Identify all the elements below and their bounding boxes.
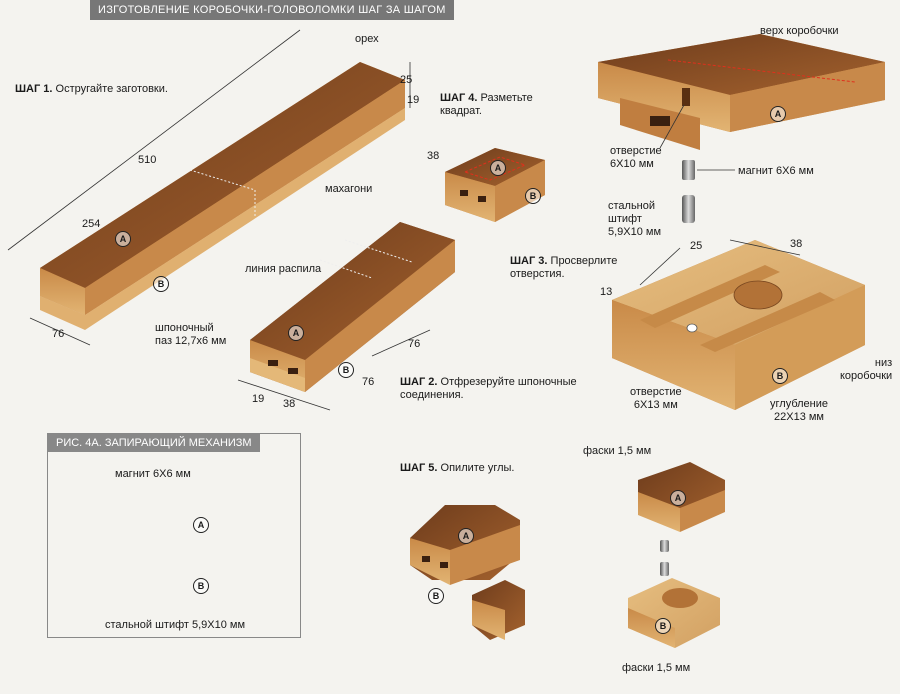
- fig-badge-b: B: [193, 578, 209, 594]
- label-hole-bottom-1: отверстие: [630, 386, 682, 398]
- step5-pieces: [410, 505, 525, 640]
- dim-76-step2-bottom: 76: [362, 376, 375, 388]
- box-top-piece: [598, 34, 885, 150]
- badge-b-step2: B: [338, 362, 354, 378]
- steel-pin-icon: [682, 195, 695, 223]
- label-cut-line: линия распила: [245, 263, 322, 275]
- dim-38-step2: 38: [283, 398, 296, 410]
- step3-text2: отверстия.: [510, 268, 565, 280]
- dim-510: 510: [138, 154, 157, 166]
- label-walnut: орех: [355, 33, 379, 45]
- badge-a-step2: A: [288, 325, 304, 341]
- badge-a-step1: A: [115, 231, 131, 247]
- dim-13: 13: [600, 286, 613, 298]
- label-hole-bottom-2: 6Х13 мм: [633, 399, 678, 411]
- step1-head: ШАГ 1.: [15, 83, 53, 95]
- dim-38-step3: 38: [790, 238, 803, 250]
- label-recess-2: 22Х13 мм: [774, 411, 824, 423]
- step5-text: Опилите углы.: [440, 462, 515, 474]
- dim-76-step2-top: 76: [408, 338, 421, 350]
- figure-4a-title: РИС. 4А. ЗАПИРАЮЩИЙ МЕХАНИЗМ: [48, 434, 260, 452]
- dim-254: 254: [82, 218, 101, 230]
- label-key-slot-1: шпоночный: [155, 322, 214, 334]
- fig-badge-a: A: [193, 517, 209, 533]
- step1-text: Остругайте заготовки.: [55, 83, 168, 95]
- label-hole-top-1: отверстие: [610, 145, 662, 157]
- label-pin-3: 5,9Х10 мм: [608, 226, 662, 238]
- step2-head: ШАГ 2.: [400, 376, 438, 388]
- dim-19-step1: 19: [407, 94, 420, 106]
- box-bottom-piece: [612, 239, 865, 410]
- step5-caption: ШАГ 5. Опилите углы.: [400, 462, 515, 475]
- badge-a-box-top: A: [770, 106, 786, 122]
- step4-head: ШАГ 4.: [440, 92, 478, 104]
- step4-text2: квадрат.: [440, 105, 482, 117]
- label-box-top: верх коробочки: [760, 25, 839, 37]
- step2-board: [237, 222, 455, 411]
- step1-caption: ШАГ 1. Остругайте заготовки.: [15, 83, 168, 96]
- step1-board: [7, 29, 411, 346]
- step4-text: Разметьте: [480, 92, 533, 104]
- label-magnet: магнит 6Х6 мм: [738, 165, 814, 177]
- fig-label-magnet: магнит 6Х6 мм: [115, 468, 191, 480]
- dim-25: 25: [400, 74, 413, 86]
- badge-b-step1: B: [153, 276, 169, 292]
- label-pin-2: штифт: [608, 213, 642, 225]
- step2-text2: соединения.: [400, 389, 464, 401]
- badge-a-step5: A: [458, 528, 474, 544]
- badge-a-chamfer: A: [670, 490, 686, 506]
- label-recess-1: углубление: [770, 398, 828, 410]
- label-mahogany: махагони: [325, 183, 373, 195]
- step3-head: ШАГ 3.: [510, 255, 548, 267]
- badge-b-step4: B: [525, 188, 541, 204]
- label-box-bottom-2: коробочки: [840, 370, 893, 382]
- label-box-bottom-1: низ: [874, 357, 893, 369]
- step3-text: Просверлите: [550, 255, 618, 267]
- magnet-icon: [682, 160, 695, 180]
- dim-19-step2: 19: [252, 393, 265, 405]
- badge-b-box-bottom: B: [772, 368, 788, 384]
- label-pin-1: стальной: [608, 200, 656, 212]
- fig-label-pin: стальной штифт 5,9Х10 мм: [105, 619, 246, 631]
- dim-38-step4: 38: [427, 150, 440, 162]
- step2-text: Отфрезеруйте шпоночные: [440, 376, 577, 388]
- badge-a-step4: A: [490, 160, 506, 176]
- figure-4a-panel: РИС. 4А. ЗАПИРАЮЩИЙ МЕХАНИЗМ: [47, 433, 301, 638]
- page-title: ИЗГОТОВЛЕНИЕ КОРОБОЧКИ-ГОЛОВОЛОМКИ ШАГ З…: [90, 0, 454, 20]
- label-chamfer-top: фаски 1,5 мм: [583, 445, 652, 457]
- label-key-slot-2: паз 12,7х6 мм: [155, 335, 227, 347]
- badge-b-step5: B: [428, 588, 444, 604]
- label-hole-top-2: 6Х10 мм: [610, 158, 654, 170]
- badge-b-chamfer: B: [655, 618, 671, 634]
- label-chamfer-bottom: фаски 1,5 мм: [622, 662, 691, 674]
- step4-block: [445, 148, 545, 222]
- dim-76-step1: 76: [52, 328, 65, 340]
- step5-head: ШАГ 5.: [400, 462, 438, 474]
- dim-25-step3: 25: [690, 240, 703, 252]
